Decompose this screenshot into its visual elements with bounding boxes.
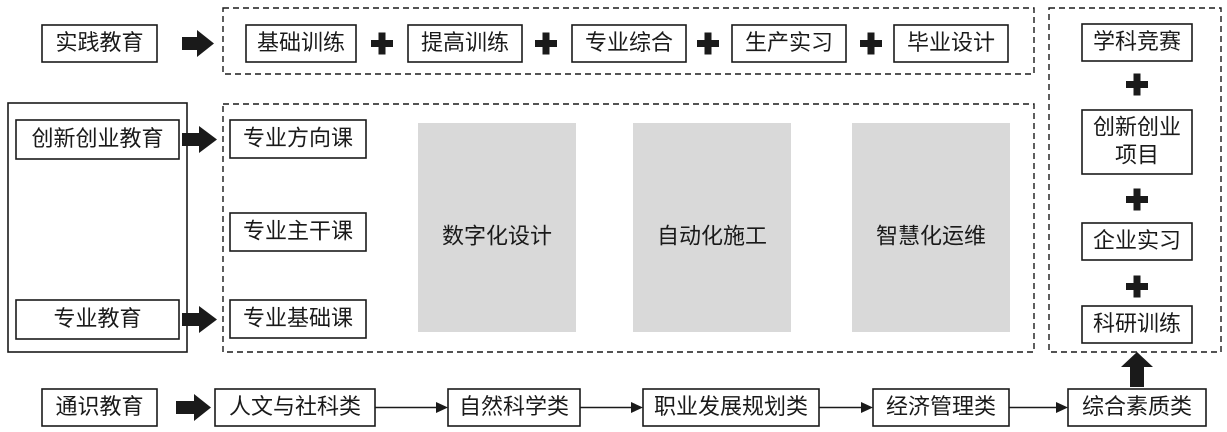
innovation-label: 创新创业教育 — [31, 127, 163, 152]
svg-text:提高训练: 提高训练 — [421, 31, 509, 56]
general-item-humanities: 人文与社科类 — [214, 388, 376, 427]
plus-icon — [697, 32, 719, 55]
practice-label-box — [41, 24, 158, 63]
general-item-natural-science: 自然科学类 — [447, 388, 581, 427]
practice-group-frame — [222, 7, 1035, 75]
professional-group-frame — [222, 103, 1035, 353]
professional-arrow-icon — [182, 306, 217, 333]
svg-text:综合素质类: 综合素质类 — [1082, 395, 1192, 420]
svg-text:科研训练: 科研训练 — [1093, 312, 1181, 337]
plus-icon — [535, 32, 557, 55]
svg-text:自然科学类: 自然科学类 — [459, 395, 569, 420]
general-item-career: 职业发展规划类 — [642, 388, 820, 427]
left-outer-frame — [7, 102, 188, 353]
svg-text:职业发展规划类: 职业发展规划类 — [654, 395, 808, 420]
thin-arrow-icon — [861, 402, 873, 413]
course-core: 专业主干课 — [229, 212, 367, 252]
svg-text:经济管理类: 经济管理类 — [886, 395, 996, 420]
practice-item-4: 生产实习 — [731, 24, 847, 63]
professional-label-box — [15, 299, 180, 340]
svg-text:企业实习: 企业实习 — [1093, 229, 1181, 254]
practice-label: 实践教育 — [55, 31, 143, 56]
general-label-box — [41, 388, 158, 427]
right-item-innovation-project: 创新创业项目 — [1081, 109, 1193, 175]
innovation-arrow-icon — [182, 126, 217, 153]
right-item-research: 科研训练 — [1081, 305, 1193, 344]
plus-icon — [371, 32, 393, 55]
practice-arrow-icon — [182, 30, 214, 57]
svg-text:基础训练: 基础训练 — [257, 31, 345, 56]
plus-icon — [860, 32, 882, 55]
practice-item-3: 专业综合 — [571, 24, 687, 63]
innovation-label-box — [15, 119, 180, 160]
svg-text:专业主干课: 专业主干课 — [243, 220, 353, 245]
right-column-frame — [1048, 7, 1222, 353]
svg-text:毕业设计: 毕业设计 — [907, 31, 995, 56]
block-digital-design: 数字化设计 — [418, 123, 576, 332]
thin-arrow-icon — [436, 402, 448, 413]
block-smart-operation: 智慧化运维 — [852, 123, 1010, 332]
course-foundation: 专业基础课 — [229, 299, 367, 339]
plus-icon — [1126, 188, 1148, 211]
svg-text:专业方向课: 专业方向课 — [243, 127, 353, 152]
svg-text:专业综合: 专业综合 — [585, 31, 673, 56]
thin-arrow-icon — [1056, 402, 1068, 413]
svg-text:创新创业项目: 创新创业项目 — [1093, 116, 1181, 169]
general-item-economics: 经济管理类 — [872, 388, 1010, 427]
professional-label: 专业教育 — [53, 307, 141, 332]
svg-text:学科竞赛: 学科竞赛 — [1093, 30, 1181, 55]
svg-text:人文与社科类: 人文与社科类 — [229, 395, 361, 420]
svg-text:自动化施工: 自动化施工 — [657, 225, 767, 250]
general-label: 通识教育 — [55, 395, 143, 420]
practice-item-2: 提高训练 — [407, 24, 523, 63]
practice-item-5: 毕业设计 — [893, 24, 1009, 63]
general-item-quality: 综合素质类 — [1067, 388, 1207, 427]
svg-text:专业基础课: 专业基础课 — [243, 307, 353, 332]
plus-icon — [1126, 275, 1148, 298]
multiline-text-line: 创新创业 — [1093, 116, 1181, 141]
svg-text:生产实习: 生产实习 — [745, 31, 833, 56]
practice-item-1: 基础训练 — [245, 24, 357, 63]
right-item-competition: 学科竞赛 — [1081, 23, 1193, 62]
svg-text:数字化设计: 数字化设计 — [442, 225, 552, 250]
svg-text:智慧化运维: 智慧化运维 — [876, 225, 986, 250]
block-automated-construction: 自动化施工 — [633, 123, 791, 332]
multiline-text-line: 项目 — [1115, 144, 1159, 169]
course-direction: 专业方向课 — [229, 119, 367, 159]
thin-arrow-icon — [631, 402, 643, 413]
plus-icon — [1126, 73, 1148, 96]
right-item-internship: 企业实习 — [1081, 222, 1193, 261]
general-arrow-icon — [176, 394, 211, 421]
up-arrow-icon — [1121, 352, 1153, 387]
